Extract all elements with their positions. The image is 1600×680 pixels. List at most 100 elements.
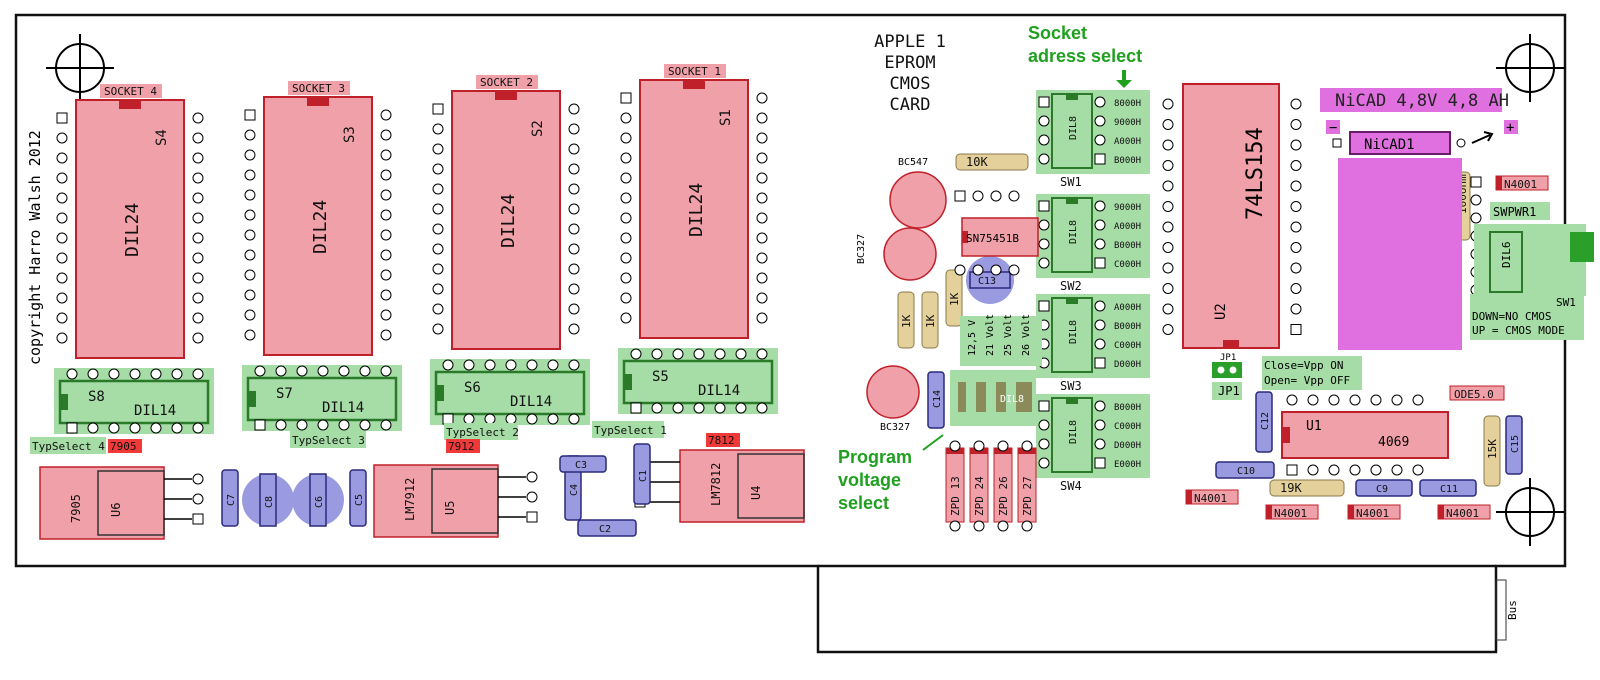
pad — [672, 402, 684, 414]
switch-chip: DIL8 — [1068, 220, 1079, 244]
capacitor-body — [221, 469, 239, 527]
capacitor-c9: C9 — [1355, 479, 1413, 497]
regulator-tag-bg — [108, 439, 142, 453]
notch — [683, 80, 705, 89]
capacitor-label: C7 — [226, 494, 237, 506]
pad — [56, 272, 68, 284]
pad — [192, 252, 204, 264]
pad — [990, 190, 1002, 202]
pad — [1008, 264, 1020, 276]
pad — [244, 189, 256, 201]
socket-select-annotation: Socket adress select — [1028, 23, 1142, 66]
converter-notch — [436, 385, 444, 401]
pad — [756, 212, 768, 224]
power-switch: SWPWR1 DIL6 SW1 DOWN=NO CMOS UP = CMOS M… — [1470, 202, 1594, 340]
prog-voltage-switch: DIL8 — [950, 370, 1036, 426]
capacitor-body — [559, 455, 607, 473]
pad — [1370, 464, 1382, 476]
pad — [171, 422, 183, 434]
led: ODE5.0 — [1449, 385, 1505, 401]
resistor-value: 1K — [900, 314, 913, 328]
pad — [568, 413, 580, 425]
zener-label: ZPD 24 — [973, 476, 986, 516]
diode-band — [1348, 505, 1354, 519]
capacitor-c5: C5 — [349, 469, 367, 527]
pad — [990, 264, 1002, 276]
pad — [432, 243, 444, 255]
pad — [756, 402, 768, 414]
pad — [973, 520, 985, 532]
regulator-part: LM7812 — [709, 463, 723, 506]
pad — [526, 413, 538, 425]
pad — [484, 413, 496, 425]
pad — [620, 272, 632, 284]
pad — [1038, 438, 1050, 450]
diode-band — [1186, 490, 1192, 504]
zener-label: ZPD 13 — [949, 476, 962, 516]
pad — [620, 132, 632, 144]
pad — [380, 419, 392, 431]
pad — [432, 323, 444, 335]
switch-address: B000H — [1114, 403, 1141, 413]
capacitor-c2: C2 — [577, 519, 637, 537]
regulator-tag-bg — [706, 433, 740, 447]
pad — [1290, 119, 1302, 130]
switch-address: 8000H — [1114, 99, 1141, 109]
capacitor-label: C11 — [1440, 484, 1458, 495]
pad — [630, 348, 642, 360]
zener-label: ZPD 26 — [997, 476, 1010, 516]
mounting-hole-icon — [1496, 34, 1564, 102]
pad — [1038, 153, 1050, 165]
switch-address: A000H — [1114, 222, 1141, 232]
regulator-tab — [97, 470, 165, 536]
annot-socket-1: Socket — [1028, 23, 1087, 43]
eprom-chip — [263, 96, 373, 356]
pad — [1290, 303, 1302, 315]
pad — [244, 209, 256, 221]
converter-socket — [58, 379, 210, 425]
pad — [526, 511, 538, 523]
pad — [568, 163, 580, 175]
pad — [244, 289, 256, 301]
pad — [1162, 242, 1174, 253]
pad — [192, 192, 204, 204]
pad — [1162, 201, 1174, 212]
pad — [1094, 115, 1106, 127]
pad — [1094, 419, 1106, 431]
pad — [192, 332, 204, 344]
pad — [620, 232, 632, 244]
resistor-value: 19K — [1280, 481, 1302, 495]
capacitor-c7: C7 — [221, 469, 239, 527]
diode-d5: N4001 — [1437, 504, 1491, 520]
pad — [192, 292, 204, 304]
eprom-chip — [639, 79, 749, 339]
swpwr-note1: DOWN=NO CMOS — [1472, 310, 1551, 323]
pad — [442, 413, 454, 425]
pad — [275, 419, 287, 431]
capacitor-label: C9 — [1376, 484, 1388, 495]
pad — [1162, 160, 1174, 171]
nicad-ref: NiCAD1 — [1364, 137, 1415, 153]
pad — [1290, 283, 1302, 294]
pad — [56, 132, 68, 144]
copyright-text: copyright Harro Walsh 2012 — [26, 130, 44, 365]
switch-notch — [1066, 298, 1078, 304]
diode-d1: N4001 — [1495, 175, 1549, 191]
pad — [1290, 139, 1302, 151]
pad — [1290, 160, 1302, 171]
board-title: APPLE 1 EPROM CMOS CARD — [874, 32, 946, 115]
pad — [338, 365, 350, 377]
pad — [1307, 464, 1319, 476]
pad — [1094, 257, 1106, 269]
jumper-note1: Close=Vpp ON — [1264, 359, 1343, 372]
switch-address: E000H — [1114, 460, 1141, 470]
switch-address: B000H — [1114, 156, 1141, 166]
decoder-part: 74LS154 — [1243, 127, 1268, 220]
pad — [568, 223, 580, 235]
pad — [432, 143, 444, 155]
switch-ref: SW3 — [1060, 379, 1082, 393]
annot-prog-2: voltage — [838, 470, 901, 490]
pad — [1391, 394, 1403, 406]
pad — [756, 348, 768, 360]
